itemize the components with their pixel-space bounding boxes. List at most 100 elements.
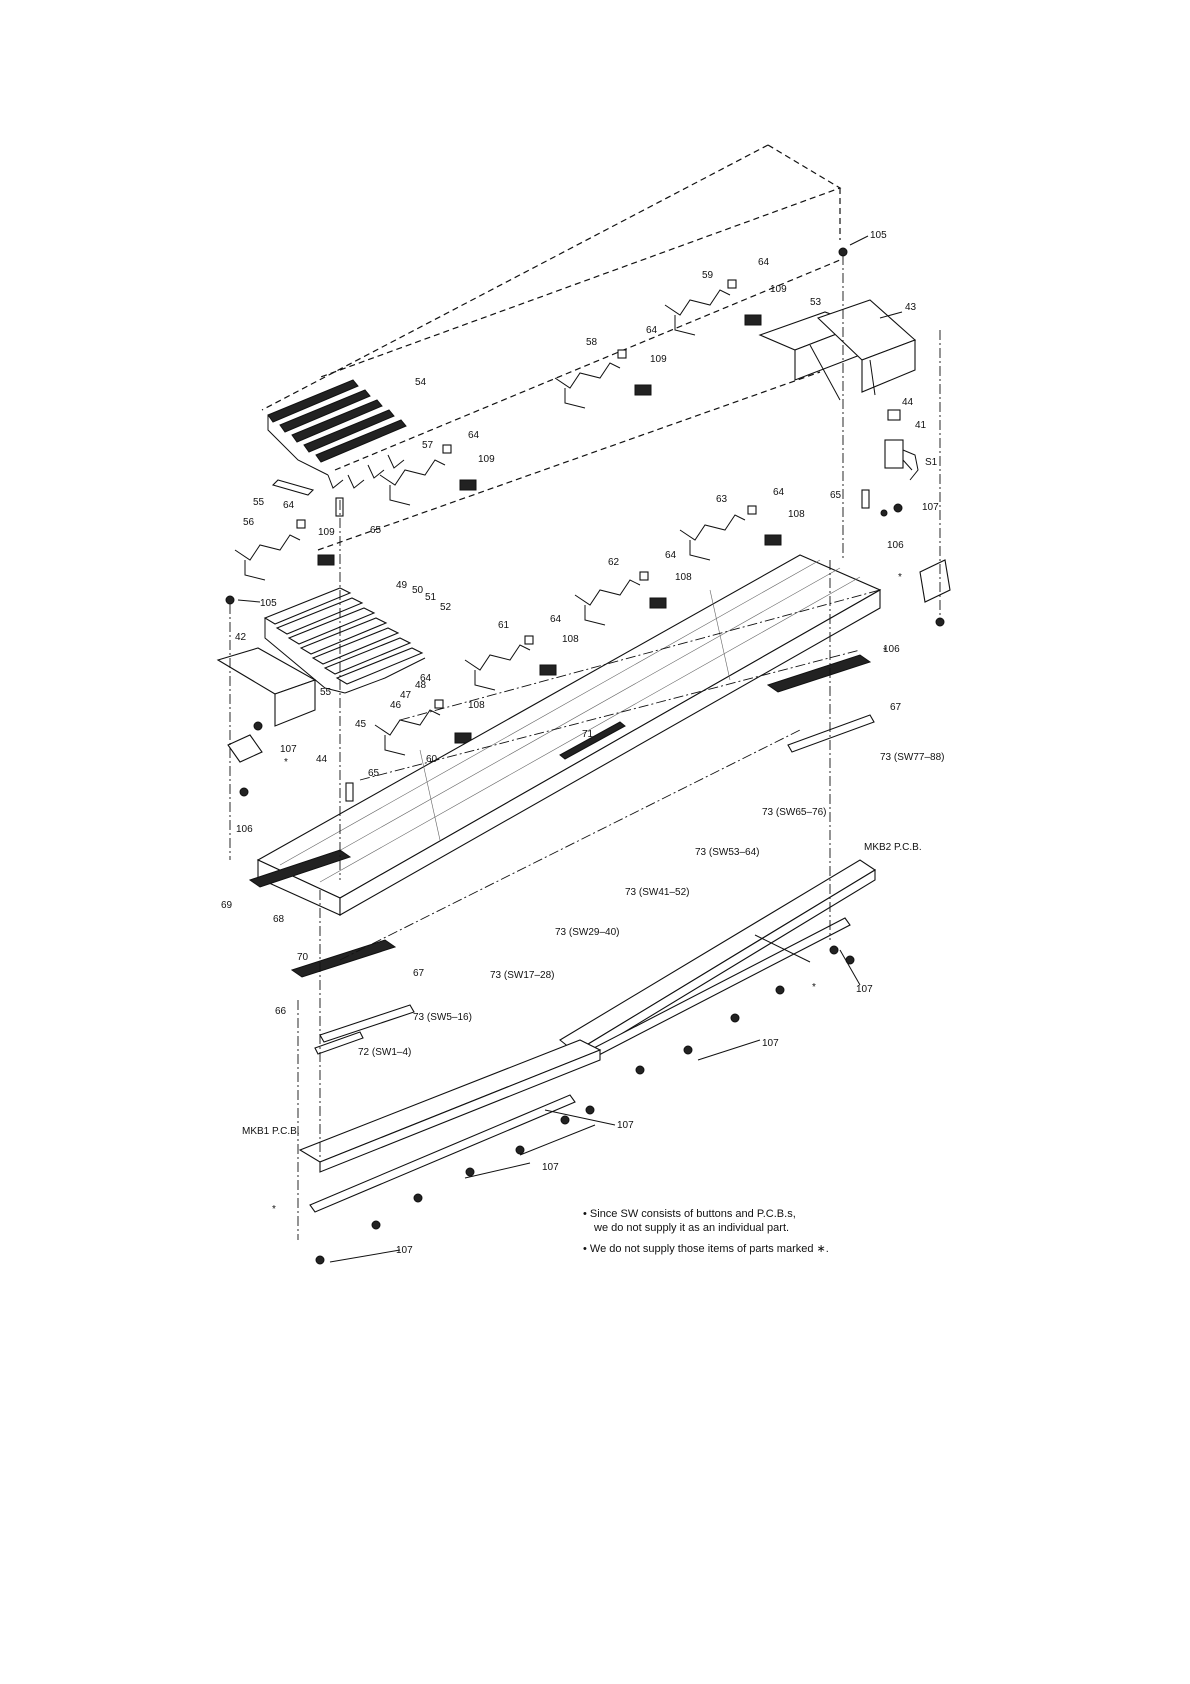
label-106: 106 <box>887 540 904 551</box>
label-55: 55 <box>320 687 332 698</box>
label-58: 58 <box>586 337 598 348</box>
footnotes: • Since SW consists of buttons and P.C.B… <box>583 1208 829 1255</box>
springs-65 <box>335 489 870 802</box>
footnote-line-1: • Since SW consists of buttons and P.C.B… <box>583 1208 796 1220</box>
label-107: 107 <box>542 1162 559 1173</box>
label-107: 107 <box>762 1038 779 1049</box>
label-55: 55 <box>253 497 265 508</box>
footnote-line-3: • We do not supply those items of parts … <box>583 1243 829 1255</box>
label-108: 108 <box>468 700 485 711</box>
lever-assemblies <box>234 289 746 756</box>
label-52: 52 <box>440 602 452 613</box>
label-105: 105 <box>870 230 887 241</box>
cover-43 <box>816 299 917 396</box>
label-109: 109 <box>318 527 335 538</box>
label-44: 44 <box>902 397 914 408</box>
leader-lines <box>237 235 903 1263</box>
label-71: 71 <box>582 729 594 740</box>
label-62: 62 <box>608 557 620 568</box>
label-107: 107 <box>922 502 939 513</box>
label-68: 68 <box>273 914 285 925</box>
label-S1: S1 <box>925 457 938 468</box>
label-107: 107 <box>617 1120 634 1131</box>
alignment-lines <box>229 255 941 1240</box>
assembly-dashed-outline <box>261 144 842 551</box>
asterisk-markers: * * * * * <box>272 572 902 1215</box>
label-sw5-16: 73 (SW5–16) <box>413 1012 472 1023</box>
label-mkb2-pcb: MKB2 P.C.B. <box>864 842 922 853</box>
label-105: 105 <box>260 598 277 609</box>
label-109: 109 <box>650 354 667 365</box>
label-50: 50 <box>412 585 424 596</box>
label-109: 109 <box>478 454 495 465</box>
label-64: 64 <box>283 500 295 511</box>
label-64: 64 <box>550 614 562 625</box>
label-106: 106 <box>236 824 253 835</box>
rubber-switch-strips <box>314 714 875 1055</box>
key-stack-45-52 <box>263 587 426 694</box>
label-49: 49 <box>396 580 408 591</box>
label-sw53-64: 73 (SW53–64) <box>695 847 759 858</box>
label-sw41-52: 73 (SW41–52) <box>625 887 689 898</box>
label-64: 64 <box>646 325 658 336</box>
switch-s1 <box>884 409 919 481</box>
label-60: 60 <box>426 754 438 765</box>
label-57: 57 <box>422 440 434 451</box>
label-sw65-76: 73 (SW65–76) <box>762 807 826 818</box>
label-41: 41 <box>915 420 927 431</box>
label-108: 108 <box>675 572 692 583</box>
label-109: 109 <box>770 284 787 295</box>
label-44: 44 <box>316 754 328 765</box>
asterisk-marker: * <box>812 982 816 993</box>
label-107: 107 <box>280 744 297 755</box>
key-stack-54 <box>267 379 407 496</box>
label-64: 64 <box>468 430 480 441</box>
label-59: 59 <box>702 270 714 281</box>
label-sw1-4: 72 (SW1–4) <box>358 1047 411 1058</box>
label-56: 56 <box>243 517 255 528</box>
label-sw77-88: 73 (SW77–88) <box>880 752 944 763</box>
label-mkb1-pcb: MKB1 P.C.B. <box>242 1126 300 1137</box>
label-69: 69 <box>221 900 233 911</box>
part-number-labels: 105 64 59 109 53 43 54 58 64 109 44 41 5… <box>221 230 939 1256</box>
asterisk-marker: * <box>898 572 902 583</box>
label-66: 66 <box>275 1006 287 1017</box>
label-sw29-40: 73 (SW29–40) <box>555 927 619 938</box>
label-64: 64 <box>758 257 770 268</box>
label-65: 65 <box>368 768 380 779</box>
label-45: 45 <box>355 719 367 730</box>
asterisk-marker: * <box>883 646 887 657</box>
label-64: 64 <box>665 550 677 561</box>
label-67: 67 <box>890 702 902 713</box>
label-108: 108 <box>788 509 805 520</box>
label-63: 63 <box>716 494 728 505</box>
footnote-line-2: we do not supply it as an individual par… <box>593 1222 789 1234</box>
mkb1-pcb <box>298 1039 602 1213</box>
mkb2-pcb <box>559 859 877 1063</box>
label-sw17-28: 73 (SW17–28) <box>490 970 554 981</box>
label-54: 54 <box>415 377 427 388</box>
label-48: 48 <box>415 680 427 691</box>
label-64: 64 <box>420 673 432 684</box>
label-61: 61 <box>498 620 510 631</box>
switch-group-labels: 73 (SW77–88) 73 (SW65–76) 73 (SW53–64) 7… <box>358 752 944 1058</box>
label-43: 43 <box>905 302 917 313</box>
label-107: 107 <box>396 1245 413 1256</box>
brackets <box>227 559 951 763</box>
label-51: 51 <box>425 592 437 603</box>
small-parts <box>296 279 782 744</box>
label-42: 42 <box>235 632 247 643</box>
asterisk-marker: * <box>272 1204 276 1215</box>
keybed-chassis <box>256 554 882 916</box>
label-65: 65 <box>830 490 842 501</box>
asterisk-marker: * <box>284 757 288 768</box>
label-65: 65 <box>370 525 382 536</box>
label-106: 106 <box>883 644 900 655</box>
label-70: 70 <box>297 952 309 963</box>
label-107: 107 <box>856 984 873 995</box>
label-53: 53 <box>810 297 822 308</box>
label-47: 47 <box>400 690 412 701</box>
label-64: 64 <box>773 487 785 498</box>
